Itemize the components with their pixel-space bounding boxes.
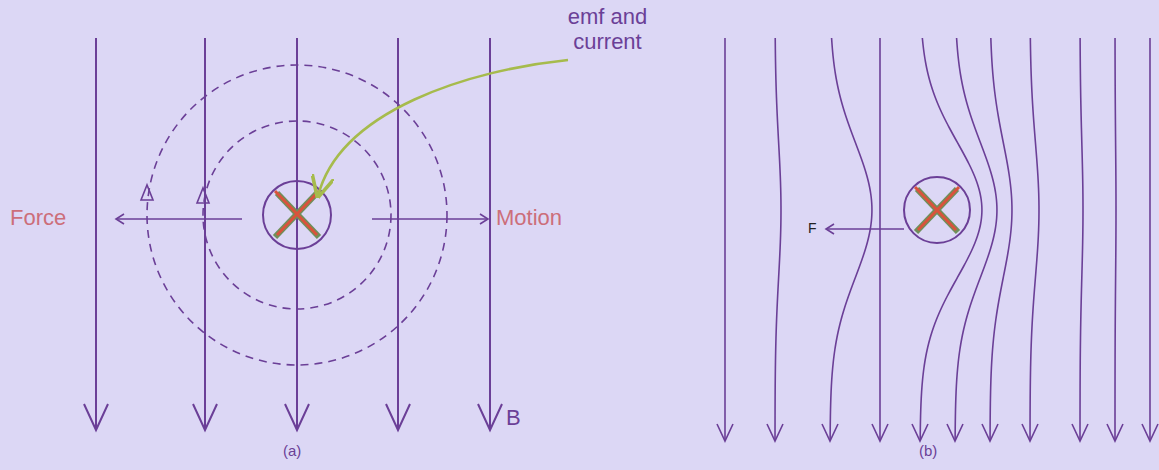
arrow-head xyxy=(480,214,488,224)
field-line xyxy=(990,38,1012,440)
field-line xyxy=(489,38,491,430)
field-line xyxy=(397,38,399,430)
arrow-head xyxy=(1107,424,1123,441)
conductor-circle xyxy=(263,181,331,249)
arrow-head xyxy=(822,424,838,441)
arrow-head xyxy=(285,404,309,430)
force-label: F xyxy=(808,220,817,236)
callout-label: emf and current xyxy=(545,4,670,55)
arrow-head xyxy=(717,424,733,441)
field-line xyxy=(1080,38,1083,440)
cross-stroke xyxy=(277,191,319,235)
arrow-head xyxy=(116,214,124,224)
cross-stroke xyxy=(918,187,959,230)
motion-arrow xyxy=(372,218,488,220)
conductor-field xyxy=(141,65,447,365)
field-line xyxy=(724,38,726,440)
arrow-head xyxy=(947,424,963,441)
conductor-symbol xyxy=(904,177,970,243)
force-label: Force xyxy=(10,205,66,230)
dashed-circle xyxy=(203,121,391,309)
field-line xyxy=(830,38,872,440)
arrow-head xyxy=(1142,424,1158,441)
pointer-curve xyxy=(318,60,568,196)
force-arrow xyxy=(826,228,904,230)
direction-arrow xyxy=(197,188,209,203)
force-arrow xyxy=(116,218,242,220)
panel-label: (a) xyxy=(283,442,301,459)
arrow-head xyxy=(193,404,217,430)
field-line xyxy=(1114,38,1117,440)
arrow-head xyxy=(982,424,998,441)
arrow-head xyxy=(1022,424,1038,441)
field-line xyxy=(95,38,97,430)
arrow-head xyxy=(912,424,928,441)
direction-arrow xyxy=(141,185,153,200)
field-line xyxy=(879,38,881,440)
field-label: B xyxy=(506,405,521,430)
conductor-circle xyxy=(904,177,970,243)
force-arrow-b xyxy=(826,224,904,234)
conductor-symbol xyxy=(263,181,331,249)
arrow-head xyxy=(767,424,783,441)
arrow-head xyxy=(1072,424,1088,441)
field-line xyxy=(1149,38,1151,440)
cross-stroke xyxy=(915,187,956,230)
arrow-head xyxy=(386,404,410,430)
dashed-circle xyxy=(147,65,447,365)
arrow-head xyxy=(826,224,834,234)
panel-label: (b) xyxy=(919,442,937,459)
field-line xyxy=(1030,38,1039,440)
field-lines-a xyxy=(84,38,502,430)
field-line xyxy=(296,38,298,430)
field-lines-b xyxy=(717,38,1158,441)
field-line xyxy=(775,38,781,440)
arrow-head xyxy=(84,404,108,430)
arrow-head xyxy=(872,424,888,441)
motion-label: Motion xyxy=(496,205,562,230)
arrow-head xyxy=(478,404,502,430)
